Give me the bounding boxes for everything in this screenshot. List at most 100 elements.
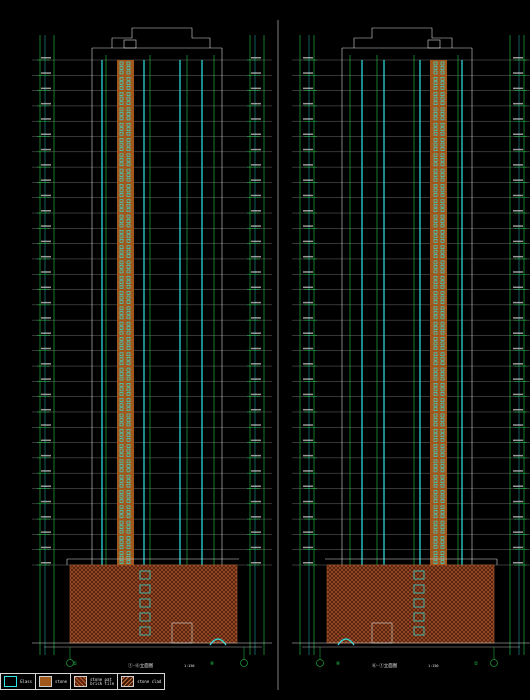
core-window: [433, 330, 438, 335]
core-window: [440, 413, 445, 418]
core-window: [433, 184, 438, 188]
level-tag: [303, 87, 313, 90]
core-window: [433, 494, 438, 499]
level-tag: [251, 347, 261, 350]
core-window: [126, 291, 131, 295]
level-tag: [41, 363, 51, 365]
core-window: [433, 387, 438, 392]
core-window: [126, 337, 131, 341]
level-tag: [513, 378, 523, 380]
core-window: [433, 453, 438, 457]
core-window: [433, 540, 438, 545]
core-window: [440, 483, 445, 488]
core-window: [126, 361, 131, 366]
level-tag: [303, 485, 313, 487]
core-window: [440, 529, 445, 534]
core-window: [440, 96, 445, 101]
podium-window: [139, 570, 151, 580]
core-window: [440, 372, 445, 376]
core-window: [119, 77, 124, 81]
core-window: [126, 321, 131, 326]
core-window: [119, 291, 124, 295]
core-window: [433, 107, 438, 112]
core-window: [126, 188, 131, 193]
level-tag: [513, 562, 523, 564]
core-window: [433, 536, 438, 540]
core-window: [440, 138, 445, 142]
core-window: [440, 230, 445, 234]
level-tag: [303, 225, 313, 227]
core-window: [433, 230, 438, 234]
core-window: [433, 367, 438, 372]
core-window: [433, 560, 438, 564]
level-tag: [251, 562, 261, 564]
level-tag: [303, 439, 313, 442]
core-window: [440, 444, 445, 448]
core-window: [119, 193, 124, 197]
core-window: [433, 127, 438, 132]
core-window: [440, 321, 445, 326]
core-window: [440, 162, 445, 167]
core-window: [440, 147, 445, 151]
core-window: [433, 337, 438, 341]
core-window: [433, 551, 438, 555]
level-tag: [513, 424, 523, 426]
level-tag: [41, 408, 51, 411]
core-window: [126, 112, 131, 116]
core-window: [119, 162, 124, 167]
level-tag: [513, 500, 523, 503]
stone-core: [430, 60, 447, 570]
core-window: [126, 474, 131, 479]
core-window: [126, 153, 131, 158]
level-tag: [41, 301, 51, 304]
core-window: [119, 188, 124, 193]
core-window: [126, 413, 131, 418]
core-window: [119, 372, 124, 376]
core-window: [440, 536, 445, 540]
core-window: [433, 208, 438, 213]
core-window: [126, 418, 131, 422]
core-window: [126, 437, 131, 442]
core-window: [433, 142, 438, 147]
core-window: [126, 387, 131, 392]
core-window: [119, 483, 124, 488]
level-tag: [41, 133, 51, 136]
legend-label: stone pat brick tile: [90, 676, 115, 686]
level-tag: [513, 347, 523, 350]
level-tag: [303, 500, 313, 503]
core-window: [440, 77, 445, 81]
level-tag: [251, 87, 261, 90]
legend-item: stone pat brick tile: [71, 674, 119, 689]
core-window: [433, 168, 438, 173]
core-window: [433, 291, 438, 295]
roof-outline: [353, 27, 453, 48]
core-window: [440, 214, 445, 219]
core-window: [433, 418, 438, 422]
core-window: [119, 158, 124, 162]
level-tag: [513, 485, 523, 487]
core-window: [119, 300, 124, 304]
core-window: [433, 61, 438, 66]
elevation-scale-right: 1:150: [428, 664, 439, 668]
core-window: [433, 437, 438, 442]
core-window: [433, 122, 438, 127]
core-window: [433, 376, 438, 381]
level-tag: [41, 210, 51, 212]
level-tag: [513, 301, 523, 304]
core-window: [440, 315, 445, 320]
core-window: [433, 86, 438, 90]
core-window: [433, 96, 438, 101]
core-window: [126, 107, 131, 112]
core-window: [440, 437, 445, 442]
core-window: [119, 428, 124, 433]
core-window: [440, 61, 445, 66]
core-window: [119, 392, 124, 396]
core-window: [433, 509, 438, 514]
core-window: [433, 520, 438, 525]
level-tag: [303, 240, 313, 243]
core-window: [126, 219, 131, 223]
core-window: [126, 545, 131, 549]
core-window: [119, 234, 124, 239]
core-window: [440, 142, 445, 147]
level-tag: [41, 179, 51, 181]
